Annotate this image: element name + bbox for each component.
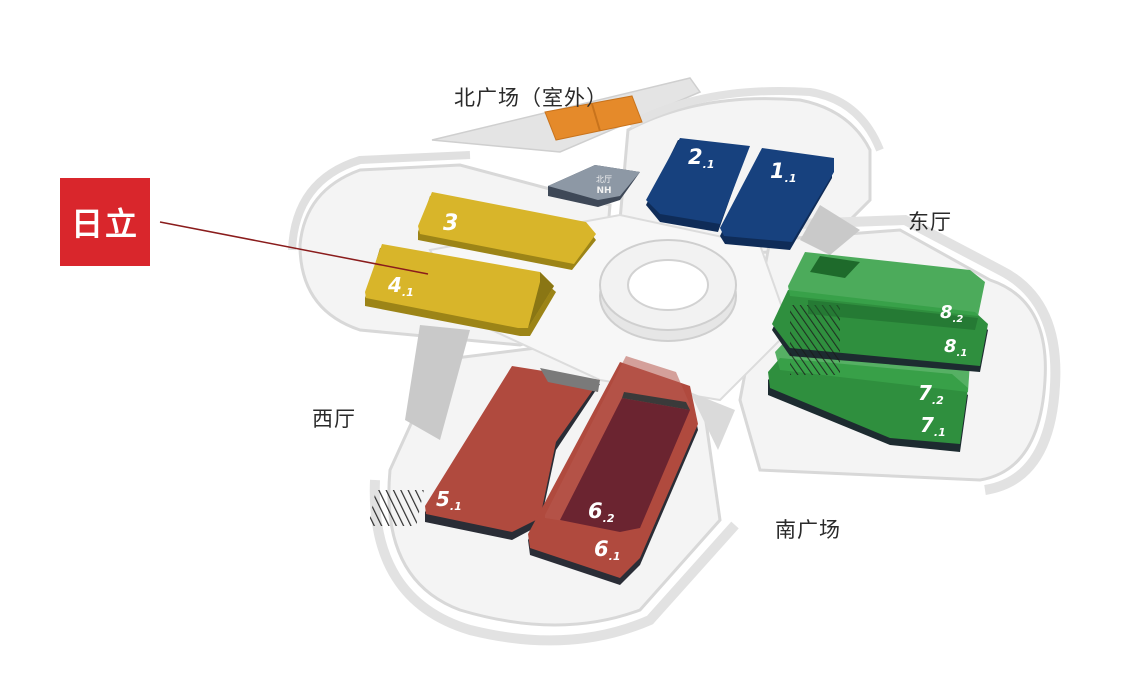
hall-8-2-label: 8.2 (940, 302, 963, 325)
hall-nh[interactable]: 北厅 NH (548, 165, 640, 207)
hall-4-1[interactable]: 4.1 (365, 244, 556, 336)
hall-nh-label-top: 北厅 (596, 175, 612, 184)
zone-west-hall: 西厅 (312, 407, 356, 431)
hall-7-1-label: 7.1 (920, 413, 946, 439)
exhibitor-callout-badge: 日立 (60, 178, 150, 266)
hall-6-2[interactable]: 6.2 (545, 356, 690, 532)
hall-6-1-label: 6.1 (594, 537, 620, 563)
hall-3-label: 3 (443, 211, 458, 236)
hall-5-1[interactable]: 5.1 (368, 366, 600, 540)
hall-1-1-label: 1.1 (770, 159, 796, 185)
hall-7-2-label: 7.2 (918, 381, 944, 407)
hall-2-1-label: 2.1 (688, 145, 714, 171)
zone-north-plaza: 北广场（室外） (454, 86, 608, 110)
hall-2-1[interactable]: 2.1 (646, 138, 750, 232)
zone-east-hall: 东厅 (908, 210, 952, 234)
hall-5-1-label: 5.1 (436, 487, 462, 513)
zone-south-plaza: 南广场 (775, 518, 841, 542)
callout-leader-line (159, 221, 429, 275)
hall-1-1[interactable]: 1.1 (720, 148, 834, 250)
central-rotunda (599, 239, 737, 342)
hall-8-2[interactable]: 8.2 (788, 252, 985, 330)
hall-4-1-label: 4.1 (387, 273, 414, 299)
hall-8-1-label: 8.1 (944, 336, 967, 359)
hall-6-2-label: 6.2 (588, 499, 615, 525)
hall-3[interactable]: 3 (418, 192, 596, 270)
hall-nh-label: NH (596, 186, 611, 196)
north-plaza-block[interactable] (544, 95, 643, 141)
